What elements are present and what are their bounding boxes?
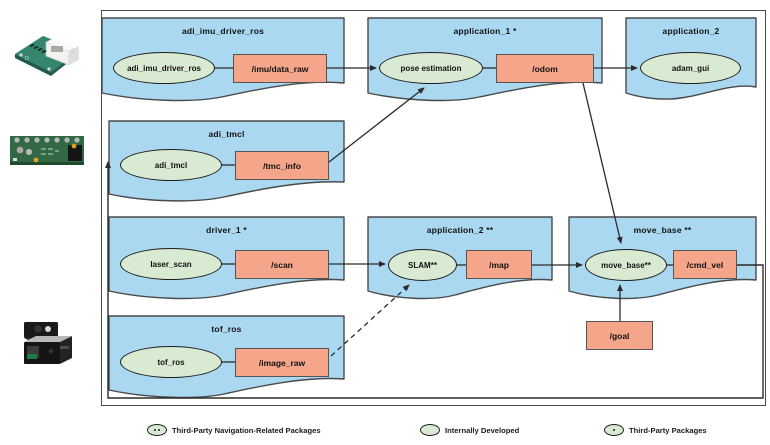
node-move_base[interactable]: move_base** [585,249,667,281]
topic-cmd-vel[interactable]: /cmd_vel [673,250,737,279]
package-title: application_1 * [453,26,517,36]
package-title: move_base ** [633,225,692,235]
ellipse-plain-icon [420,424,440,436]
legend-item-internally-developed: Internally Developed [420,424,519,436]
diagram-outer-frame [101,10,766,406]
topic-scan[interactable]: /scan [235,250,329,279]
topic-imu-data-raw[interactable]: /imu/data_raw [233,54,327,83]
motor-controller-board-image [8,128,88,172]
node-slam[interactable]: SLAM** [388,249,457,281]
topic-map[interactable]: /map [466,250,532,279]
legend-label: Third-Party Packages [629,425,707,435]
node-adam_gui[interactable]: adam_gui [640,52,741,84]
package-title: application_2 [662,26,720,36]
ellipse-two-dots-icon [147,424,167,436]
imu-sensor-board-image: D [9,24,85,84]
topic-image-raw[interactable]: /image_raw [235,348,329,377]
topic-tmc-info[interactable]: /tmc_info [235,151,329,180]
legend-label: Third-Party Navigation-Related Packages [172,425,321,435]
node-laser_scan[interactable]: laser_scan [120,248,222,280]
svg-text:D: D [25,56,29,62]
package-title: adi_tmcl [208,129,245,139]
ellipse-one-dot-icon [604,424,624,436]
package-title: adi_imu_driver_ros [181,26,265,36]
node-adi_tmcl[interactable]: adi_tmcl [120,149,222,181]
node-pose-estimation[interactable]: pose estimation [379,52,483,84]
legend-item-third-party: Third-Party Packages [604,424,707,436]
node-adi_imu_driver_ros[interactable]: adi_imu_driver_ros [113,52,215,84]
package-title: driver_1 * [206,225,247,235]
package-title: tof_ros [211,324,242,334]
topic-goal[interactable]: /goal [586,321,653,350]
package-title: application_2 ** [426,225,494,235]
node-tof_ros[interactable]: tof_ros [120,346,222,378]
tof-camera-module-image [14,318,80,376]
legend-item-third-party-nav: Third-Party Navigation-Related Packages [147,424,321,436]
topic-odom[interactable]: /odom [496,54,594,83]
legend-label: Internally Developed [445,425,520,435]
